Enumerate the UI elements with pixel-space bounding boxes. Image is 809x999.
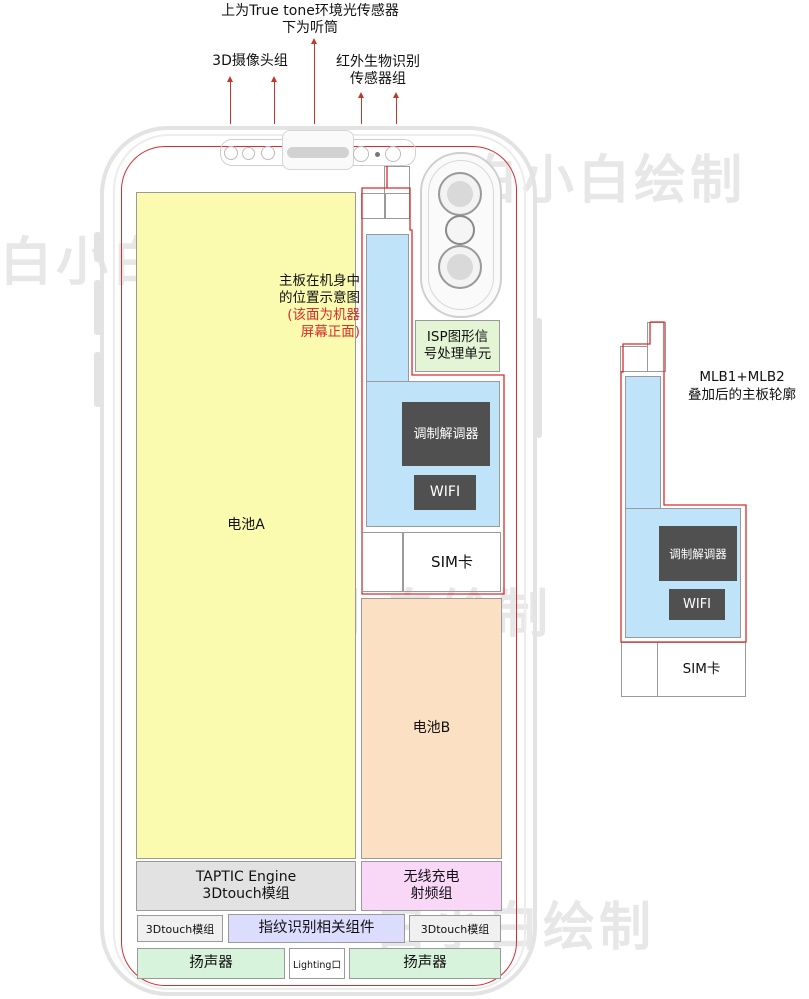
rear-lens-bottom [438, 245, 482, 289]
wifi-chip: WIFI [414, 475, 476, 510]
board-note-line2: 的位置示意图 [279, 290, 360, 306]
side-button-mute [94, 232, 101, 262]
speaker-right-label: 扬声器 [403, 955, 447, 971]
isp-label-line2: 号处理单元 [423, 346, 492, 362]
wireless-charging: 无线充电 射频组 [361, 861, 502, 911]
sim-slot: SIM卡 [403, 532, 501, 592]
board-upper-section [366, 234, 409, 382]
side-board-top-box-left [620, 346, 648, 372]
board-note-line1: 主板在机身中 [279, 273, 360, 289]
board-small-box-top [384, 166, 410, 194]
side-modem-label: 调制解调器 [669, 546, 727, 561]
speaker-right: 扬声器 [349, 948, 501, 979]
modem-chip: 调制解调器 [402, 402, 490, 466]
speaker-left-label: 扬声器 [189, 955, 233, 971]
wireless-label-line2: 射频组 [410, 886, 453, 902]
phone-body [100, 126, 537, 996]
ir-sensor-dot [375, 152, 380, 157]
side-sim-slot: SIM卡 [657, 642, 746, 697]
battery-a-label: 电池A [227, 517, 265, 533]
3dtouch-left-label: 3Dtouch模组 [145, 922, 215, 936]
earpiece-speaker [287, 147, 349, 158]
side-board-upper-section [625, 376, 661, 510]
board-note-line4: 屏幕正面) [300, 324, 360, 340]
arrow-ir-right [393, 92, 399, 124]
ir-sensor-right [385, 146, 401, 162]
ir-sensor-label-line1: 红外生物识别 [336, 54, 420, 70]
fingerprint-label: 指纹识别相关组件 [258, 920, 375, 936]
board-small-box-left [361, 193, 386, 219]
side-wifi-label: WIFI [683, 597, 711, 612]
3dtouch-right-label: 3Dtouch模组 [420, 922, 490, 936]
side-board-title-line2: 叠加后的主板轮廓 [688, 387, 796, 403]
arrow-camera-left [227, 76, 233, 124]
camera-lens-right [261, 146, 275, 160]
taptic-label-line1: TAPTIC Engine [195, 869, 297, 885]
fingerprint-components: 指纹识别相关组件 [228, 914, 405, 943]
ambient-sensor-label-line2: 下为听筒 [282, 20, 338, 36]
camera-lens-left [224, 146, 238, 160]
side-button-volume-down [94, 352, 101, 407]
ir-sensor-left [353, 146, 369, 162]
side-board-title-line1: MLB1+MLB2 [699, 369, 785, 385]
lightning-port: Lighting口 [289, 948, 345, 979]
wifi-label: WIFI [429, 484, 461, 500]
camera-label: 3D摄像头组 [212, 52, 288, 69]
side-sim-spacer [621, 642, 658, 697]
battery-a: 电池A [136, 192, 356, 859]
board-small-box-right [384, 193, 410, 219]
3dtouch-left: 3Dtouch模组 [137, 915, 223, 942]
sim-spacer [361, 532, 403, 592]
ir-sensor-label: 红外生物识别 传感器组 [322, 52, 434, 90]
lightning-label: Lighting口 [293, 959, 341, 971]
ambient-sensor-label-line1: 上为True tone环境光传感器 [221, 3, 399, 19]
taptic-engine: TAPTIC Engine 3Dtouch模组 [136, 861, 356, 911]
board-note-line3: (该面为机器 [287, 307, 360, 323]
battery-b: 电池B [361, 598, 502, 859]
side-button-power [535, 318, 542, 438]
side-sim-label: SIM卡 [682, 661, 721, 677]
arrow-camera-right [271, 76, 277, 124]
sim-label: SIM卡 [431, 552, 473, 571]
modem-label: 调制解调器 [413, 426, 479, 442]
arrow-ir-left [358, 92, 364, 124]
speaker-left: 扬声器 [137, 948, 285, 979]
side-wifi-chip: WIFI [669, 589, 725, 620]
ir-sensor-label-line2: 传感器组 [350, 71, 406, 87]
taptic-label-line2: 3Dtouch模组 [202, 886, 290, 902]
side-modem-chip: 调制解调器 [659, 526, 737, 581]
camera-lens-mid [242, 147, 255, 160]
side-board-top-box-right [647, 322, 666, 372]
rear-flash [445, 215, 475, 245]
isp-label-line1: ISP图形信 [426, 329, 489, 345]
rear-lens-top [438, 172, 482, 216]
wireless-label-line1: 无线充电 [403, 869, 460, 885]
ambient-sensor-label: 上为True tone环境光传感器 下为听筒 [205, 2, 415, 38]
3dtouch-right: 3Dtouch模组 [409, 915, 501, 942]
isp-unit: ISP图形信 号处理单元 [415, 320, 500, 372]
board-position-note: 主板在机身中 的位置示意图 (该面为机器 屏幕正面) [220, 273, 360, 341]
arrow-earpiece [311, 38, 317, 124]
battery-b-label: 电池B [412, 720, 451, 736]
side-board-title: MLB1+MLB2 叠加后的主板轮廓 [678, 368, 806, 404]
side-button-volume-up [94, 280, 101, 335]
